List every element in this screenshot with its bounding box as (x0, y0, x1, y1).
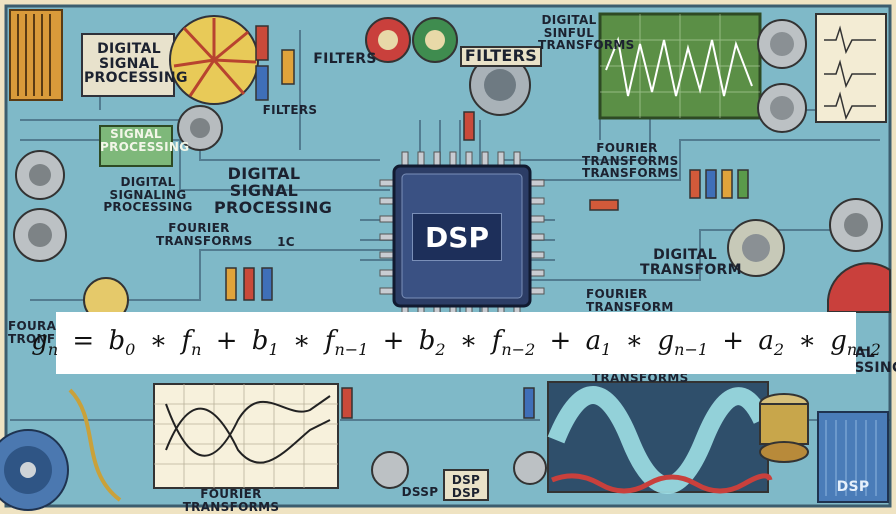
formula-term-coef-sub: 1 (601, 340, 612, 360)
formula-term-coef: b (251, 326, 269, 357)
formula-term-coef: b (418, 326, 436, 357)
label-transforms-lower: TRANSFORMS (592, 371, 689, 385)
label-signal-processing-box: SIGNAL PROCESSING (100, 127, 190, 154)
formula-term-var: f (181, 326, 192, 357)
formula-times: ∗ (149, 326, 168, 357)
formula-term-var-sub: n−1 (334, 340, 369, 360)
label-dssp: DSSP (401, 485, 439, 499)
label-filters-box: FILTERS (460, 46, 542, 67)
formula-term-var-sub: n−2 (846, 340, 881, 360)
formula-term-coef: a (758, 326, 774, 357)
formula-term-var-sub: n−2 (501, 340, 536, 360)
label-dsp-bottom-right: DSP (836, 479, 870, 495)
label-dsp-dsp: DSP DSP (451, 473, 481, 500)
label-1c: 1C (277, 235, 295, 249)
formula-term-var-sub: n (191, 340, 202, 360)
formula-term-var: g (657, 326, 675, 357)
formula-term-coef: a (585, 326, 602, 357)
label-fourier-transforms-bottom: FOURIER TRANSFORMS (182, 487, 280, 514)
label-fourier-transforms-right: FOURIER TRANSFORMS TRANSFORMS (582, 141, 679, 181)
formula-term-coef-sub: 0 (125, 340, 136, 360)
formula-term-coef: b (108, 326, 126, 357)
formula-term-coef-sub: 2 (435, 340, 446, 360)
label-filters-top: FILTERS (313, 51, 377, 67)
label-filters-small: FILTERS (262, 103, 318, 117)
formula-term-var: f (491, 326, 502, 357)
formula-plus: + (382, 326, 405, 357)
formula-term-coef-sub: 1 (268, 340, 279, 360)
formula-times: ∗ (459, 326, 478, 357)
label-dsp-center-left: DIGITAL SIGNAL PROCESSING (214, 164, 333, 217)
label-fourier-transform-mid: FOURIER TRANSFORM (586, 287, 674, 314)
label-digital-transform: DIGITAL TRANSFORM (640, 247, 742, 278)
formula-times: ∗ (292, 326, 311, 357)
formula-times: ∗ (798, 326, 816, 357)
formula-lhs: g (31, 326, 48, 357)
formula-banner: gn = b0 ∗ fn + b1 ∗ fn−1 + b2 ∗ fn−2 + a… (31, 312, 881, 374)
formula-term-coef-sub: 2 (773, 340, 785, 360)
formula-plus: + (722, 326, 745, 357)
formula-term-var-sub: n−1 (674, 340, 709, 360)
formula-term-var: g (830, 326, 847, 357)
difference-equation: gn = b0 ∗ fn + b1 ∗ fn−1 + b2 ∗ fn−2 + a… (31, 326, 881, 359)
formula-term-var: f (324, 326, 335, 357)
label-digital-sinful-transforms: DIGITAL SINFUL TRANSFORMS (538, 13, 635, 53)
formula-lhs-sub: n (47, 340, 59, 360)
chip-label: DSP (412, 213, 502, 261)
label-digital-signaling-processing: DIGITAL SIGNALING PROCESSING (103, 175, 193, 215)
label-dsp-top-left: DIGITAL SIGNAL PROCESSING (84, 41, 188, 87)
formula-times: ∗ (625, 326, 644, 357)
label-fourier-transforms-left: FOURIER TRANSFORMS (156, 221, 253, 248)
formula-equals: = (72, 326, 95, 357)
formula-plus: + (549, 326, 572, 357)
formula-plus: + (215, 326, 238, 357)
